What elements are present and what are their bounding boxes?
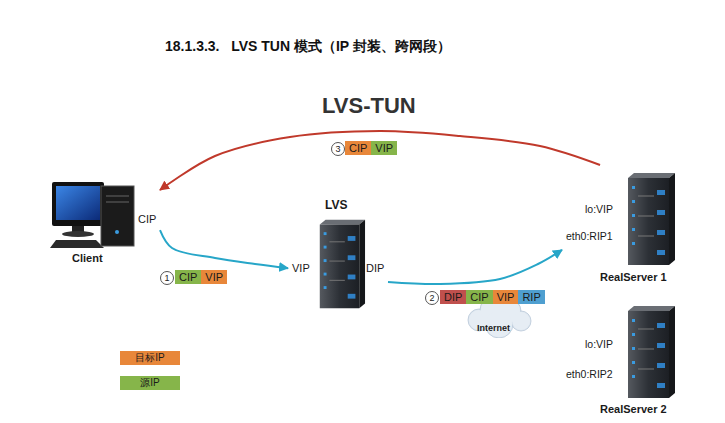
host-node: lo:VIP eth0:RIP1RealServer 1 [562, 165, 710, 285]
ip-packet: DIPCIPVIPRIP [440, 290, 545, 304]
node-label: VIP [292, 262, 310, 275]
ip-field: RIP [518, 290, 544, 304]
node-label: Client [72, 252, 103, 265]
ip-packet: CIPVIP [175, 270, 227, 284]
flow-arrow [160, 230, 288, 268]
node-label: DIP [366, 262, 384, 275]
ip-field: VIP [201, 270, 227, 284]
ip-field: CIP [345, 141, 371, 155]
node-label: RealServer 1 [600, 271, 667, 284]
node-label: eth0:RIP2 [566, 368, 613, 381]
node-label: lo:VIP [585, 338, 613, 351]
ip-field: VIP [371, 141, 397, 155]
host-node: LVS VIP DIP [288, 198, 388, 313]
legend-text: 源IP [140, 376, 159, 390]
host-node: CIP Client [45, 175, 160, 270]
diagram-heading: LVS-TUN [322, 93, 416, 119]
callout-number: 1 [160, 271, 174, 285]
callout-number: 3 [331, 142, 345, 156]
ip-field: CIP [466, 290, 492, 304]
legend-text: 目标IP [135, 351, 164, 365]
real-server [628, 306, 675, 398]
node-label: Internet [477, 323, 510, 334]
ip-field: CIP [175, 270, 201, 284]
ip-field: DIP [440, 290, 466, 304]
lvs-server [320, 220, 365, 309]
legend-swatch: 源IP [120, 376, 180, 390]
node-label: CIP [138, 213, 156, 226]
host-node: lo:VIP eth0:RIP2RealServer 2 [562, 298, 710, 418]
flow-arrow [388, 250, 562, 284]
flow-arrow [160, 131, 600, 190]
real-server [628, 173, 675, 265]
callout-number: 2 [425, 291, 439, 305]
node-label: eth0:RIP1 [566, 230, 613, 243]
client-computer [50, 182, 134, 248]
legend-swatch: 目标IP [120, 351, 180, 365]
section-title: 18.1.3.3. LVS TUN 模式（IP 封装、跨网段） [165, 38, 451, 56]
node-label: lo:VIP [585, 203, 613, 216]
node-label: RealServer 2 [600, 403, 667, 416]
node-label: LVS [325, 198, 347, 212]
ip-field: VIP [493, 290, 519, 304]
ip-packet: CIPVIP [345, 141, 397, 155]
